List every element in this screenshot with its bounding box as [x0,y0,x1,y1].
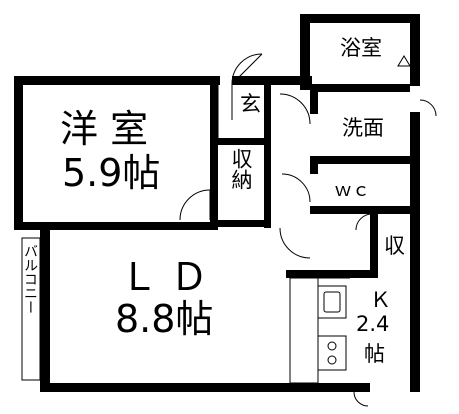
storage-name: 収 [384,234,405,258]
western-room-size: 5.9帖 [62,151,161,195]
washroom-name: 洗面 [342,116,384,140]
thin-lines [17,53,437,407]
entrance-name: 玄 [240,92,261,116]
balcony-name: バルコニー [22,244,38,314]
wc-name: ｗｃ [334,180,370,201]
ld-room-name: Ｌ Ｄ [120,255,209,299]
kitchen-unit: 帖 [364,342,385,366]
western-room-name: 洋 室 [60,107,149,151]
closet-name: 収納 [229,148,253,190]
bath-name: 浴室 [340,36,382,60]
kitchen-size: 2.4 [356,312,390,336]
ld-room-size: 8.8帖 [115,297,214,341]
kitchen-name: Ｋ [370,288,391,312]
